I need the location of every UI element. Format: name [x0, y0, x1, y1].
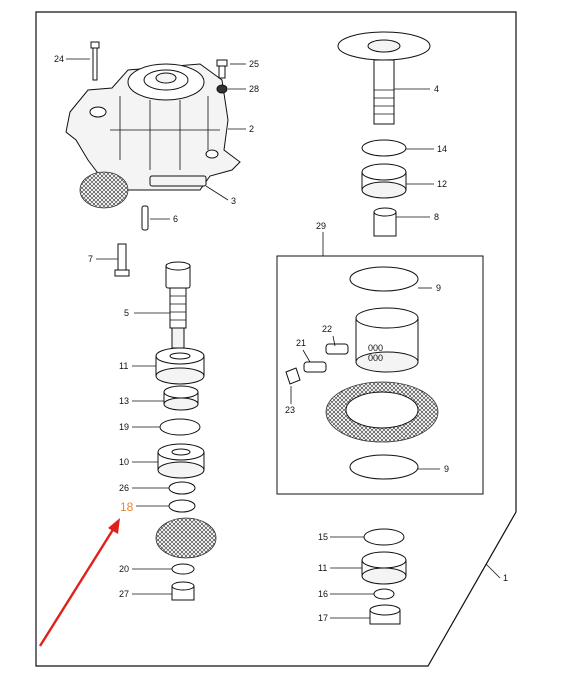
callout-27: 27 [119, 589, 129, 599]
callout-16: 16 [318, 589, 328, 599]
callout-21: 21 [296, 338, 306, 348]
ring-16 [373, 588, 395, 600]
callout-4: 4 [434, 84, 439, 94]
snap-ring-15 [363, 528, 405, 546]
housing-gear [79, 171, 129, 209]
inline-mark-2: 000 [368, 353, 383, 363]
bearing-12 [361, 163, 407, 199]
callout-9-upper: 9 [436, 283, 441, 293]
pump-housing [65, 63, 241, 191]
subassembly-box [276, 255, 484, 495]
flange-4 [337, 31, 431, 125]
ring-19 [159, 418, 201, 436]
callout-22: 22 [322, 324, 332, 334]
nut-27 [171, 581, 195, 601]
seal-14 [361, 139, 407, 157]
bearing-13 [163, 385, 199, 411]
callout-1: 1 [503, 573, 508, 583]
callout-17: 17 [318, 613, 328, 623]
bearing-11-right [361, 551, 407, 585]
callout-18-highlighted: 18 [120, 500, 134, 514]
callout-7: 7 [88, 254, 93, 264]
ring-20 [171, 563, 195, 575]
callout-9-lower: 9 [444, 464, 449, 474]
ring-26 [168, 481, 196, 495]
ring-gear [325, 381, 439, 443]
ring-9-lower [349, 454, 419, 480]
callout-29: 29 [316, 221, 326, 231]
shaft-5 [165, 261, 191, 349]
callout-6: 6 [173, 214, 178, 224]
spring-21 [303, 361, 327, 373]
ring-18 [168, 499, 196, 513]
callout-8: 8 [434, 212, 439, 222]
assembly-frame [35, 11, 517, 667]
callout-20: 20 [119, 564, 129, 574]
spring-22 [325, 343, 349, 355]
inline-mark-1: 000 [368, 343, 383, 353]
callout-13: 13 [119, 396, 129, 406]
callout-26: 26 [119, 483, 129, 493]
callout-10: 10 [119, 457, 129, 467]
callout-19: 19 [119, 422, 129, 432]
callout-5: 5 [124, 308, 129, 318]
callout-25: 25 [249, 59, 259, 69]
bolt-24 [90, 41, 100, 81]
callout-23: 23 [285, 405, 295, 415]
red-arrow [38, 518, 120, 647]
callout-14: 14 [437, 144, 447, 154]
ring-9-upper [349, 266, 419, 292]
bearing-11-left [155, 347, 205, 385]
planet-carrier [355, 307, 419, 373]
gear-lower [155, 517, 217, 559]
callout-15: 15 [318, 532, 328, 542]
callout-24: 24 [54, 54, 64, 64]
leader-lines [66, 58, 501, 619]
screw-7 [114, 243, 130, 277]
bolt-25 [216, 59, 228, 79]
bushing-17 [369, 604, 401, 625]
bearing-10 [157, 443, 205, 479]
callout-28: 28 [249, 84, 259, 94]
washer-28 [216, 84, 228, 94]
callout-2: 2 [249, 124, 254, 134]
callout-11-left: 11 [119, 361, 128, 371]
callout-12: 12 [437, 179, 447, 189]
callout-3: 3 [231, 196, 236, 206]
pin-6 [141, 205, 149, 231]
sleeve-8 [373, 207, 397, 237]
plunger-23 [285, 367, 301, 385]
callout-11-right: 11 [318, 563, 327, 573]
